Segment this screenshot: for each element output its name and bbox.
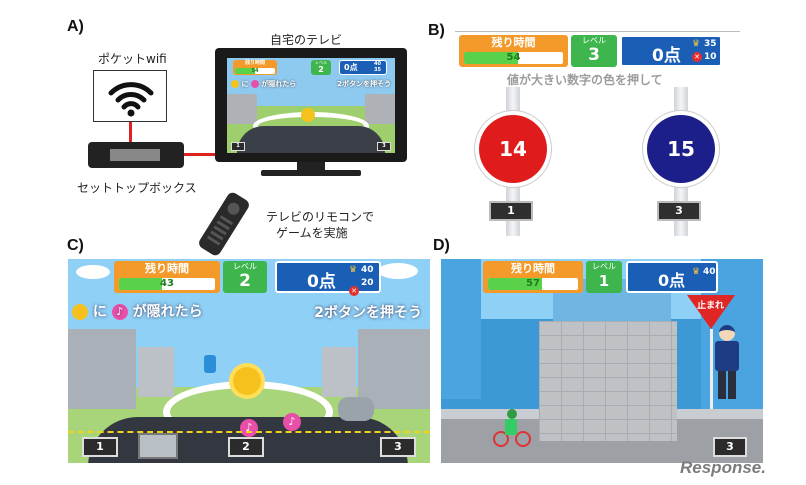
d-crown-icon: ♛: [692, 267, 701, 277]
d-score: 0点: [658, 271, 686, 290]
mini-button-1[interactable]: 1: [231, 142, 245, 151]
panel-b-label: B): [428, 22, 445, 39]
b-right-sign-value: 15: [647, 115, 715, 183]
wifi-label: ポケットwifi: [98, 52, 167, 66]
mini-sun-icon: [231, 80, 239, 88]
connection-line: [184, 153, 216, 156]
mini-score: 0点: [344, 63, 358, 72]
d-bicycle-icon: [493, 409, 533, 449]
c-instruction-ni: に: [92, 304, 107, 320]
mini-instruction-left: に: [241, 80, 249, 88]
d-time-value: 57: [526, 278, 540, 289]
mini-hi: 40: [374, 61, 381, 67]
c-level-label: レベル: [233, 262, 257, 271]
b-miss-icon: ✕: [692, 52, 702, 62]
mini-time-value: 54: [251, 68, 259, 74]
remote-label-1: テレビのリモコンで: [266, 210, 375, 224]
c-note-icon-2: ♪: [283, 413, 301, 431]
b-instruction: 値が大きい数字の色を押して: [507, 73, 663, 87]
d-time-label: 残り時間: [511, 262, 555, 275]
remote-label-2: ゲームを実施: [276, 226, 348, 240]
tv-label: 自宅のテレビ: [270, 33, 343, 47]
d-stop-sign: [687, 295, 735, 329]
c-time-value: 43: [160, 278, 174, 289]
c-note-icon: ♪: [240, 419, 258, 437]
mini-miss: 35: [374, 67, 381, 73]
mini-instruction-mid: が隠れたら: [261, 80, 297, 88]
c-score: 0点: [307, 272, 336, 292]
mini-button-3[interactable]: 3: [377, 142, 391, 151]
b-button-1[interactable]: 1: [489, 201, 533, 221]
b-level-value: 3: [588, 45, 600, 65]
c-miss-count: 20: [361, 278, 374, 288]
c-instruction-mid: が隠れたら: [132, 304, 203, 320]
tv: 残り時間 54 レベル 2 0点 40 35 に が隠れたら 2ボタンを押そう …: [215, 48, 407, 178]
panel-c-screen: ♪ ♪ 残り時間 43 レベル 2 0点 ♛ 40 ✕ 20 に ♪ が隠れたら: [68, 259, 430, 463]
c-hi-score: 40: [361, 265, 374, 275]
d-wall: [539, 321, 677, 441]
panel-b-screen: 残り時間 54 レベル 3 0点 ♛ 35 ✕ 10 値が大きい数字の色を押して…: [455, 31, 740, 236]
mini-level-value: 2: [318, 65, 324, 74]
b-level-label: レベル: [582, 36, 606, 45]
c-time-bar: [119, 278, 163, 290]
c-instr-sun-icon: [72, 304, 88, 320]
pocket-wifi-box: [93, 70, 167, 122]
c-button-3[interactable]: 3: [380, 437, 416, 457]
mini-instruction-right: 2ボタンを押そう: [337, 80, 391, 88]
c-pedestrian-icon: [204, 355, 216, 373]
set-top-box: [88, 142, 184, 168]
d-level-value: 1: [598, 272, 610, 290]
mini-time-label: 残り時間: [244, 60, 265, 66]
c-button-2[interactable]: 2: [228, 437, 264, 457]
c-level-value: 2: [239, 271, 251, 291]
b-time-bar: [464, 52, 519, 64]
b-time-value: 54: [506, 52, 521, 63]
b-crown-icon: ♛: [692, 39, 701, 49]
d-hi-score: 40: [703, 267, 716, 277]
d-button-3[interactable]: 3: [713, 437, 747, 457]
panel-d-label: D): [433, 237, 450, 254]
c-instruction-right: 2ボタンを押そう: [314, 305, 422, 321]
b-left-sign-value: 14: [479, 115, 547, 183]
stb-label: セットトップボックス: [77, 181, 197, 195]
wifi-icon: [108, 82, 154, 117]
b-hi-score: 35: [704, 39, 717, 49]
panel-a-label: A): [67, 18, 84, 35]
panel-d-screen: 止まれ 残り時間 57 レベル 1 0点 ♛ 40 3: [441, 259, 763, 463]
tv-screen: 残り時間 54 レベル 2 0点 40 35 に が隠れたら 2ボタンを押そう …: [227, 58, 395, 153]
d-stop-sign-text: 止まれ: [697, 301, 725, 311]
b-button-3[interactable]: 3: [657, 201, 701, 221]
c-miss-icon: ✕: [349, 286, 359, 296]
b-miss-count: 10: [704, 52, 717, 62]
c-crown-icon: ♛: [349, 265, 358, 275]
watermark-logo: Response.: [680, 458, 766, 477]
d-level-label: レベル: [592, 262, 616, 271]
connection-line: [129, 122, 132, 142]
mini-note-icon: [250, 80, 259, 88]
mini-level-label: レベル: [315, 60, 327, 65]
d-time-bar: [488, 278, 542, 290]
tv-remote: [196, 190, 252, 258]
c-instr-note-icon: ♪: [111, 304, 128, 320]
b-time-label: 残り時間: [491, 36, 536, 49]
c-button-1[interactable]: 1: [82, 437, 118, 457]
b-left-sign[interactable]: 14: [475, 111, 551, 187]
d-guard-icon: [713, 325, 741, 403]
b-score: 0点: [652, 46, 681, 66]
b-right-sign[interactable]: 15: [643, 111, 719, 187]
panel-c-label: C): [67, 237, 84, 254]
c-time-label: 残り時間: [145, 262, 189, 275]
c-sun-icon: [233, 367, 261, 395]
